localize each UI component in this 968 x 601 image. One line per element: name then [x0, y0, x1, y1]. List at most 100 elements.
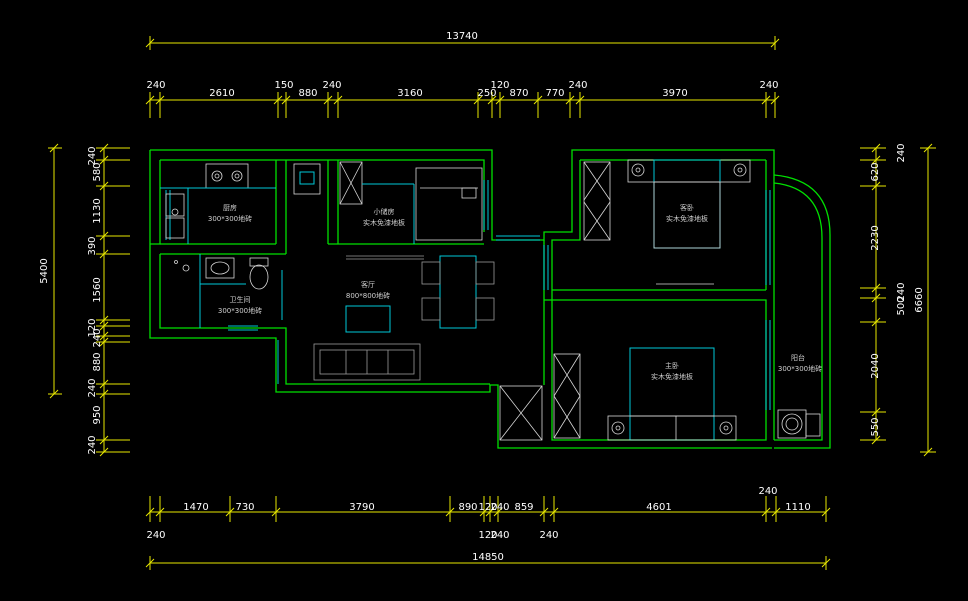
bottom-dim-9: 240: [758, 486, 777, 497]
left-dim-3: 1130: [92, 198, 103, 223]
study-furniture: [293, 161, 483, 244]
dimension-tick-slash: [273, 95, 283, 105]
left-dim-5: 1560: [92, 277, 103, 302]
left-dim-9: 240: [87, 378, 98, 397]
left-dimension-total: 5400: [39, 143, 62, 399]
kitchen-furniture: [160, 163, 276, 244]
right-dimension-chain: 240 620 2230 240 500 2040 550: [860, 143, 907, 445]
dimension-tick-slash: [99, 143, 109, 153]
room-label-master: 主卧 实木免漆地板: [651, 361, 693, 381]
room-label-study: 小储房 实木免漆地板: [363, 207, 405, 227]
dimension-tick-slash: [145, 507, 155, 517]
left-dim-4: 390: [87, 236, 98, 255]
room-label-bathroom: 卫生间 300*300地砖: [218, 295, 262, 315]
right-dimension-total: 6660: [914, 143, 936, 457]
left-dim-7: 240: [92, 328, 103, 347]
walls: [149, 149, 831, 449]
top-total-label: 13740: [446, 31, 478, 42]
left-dim-2: 580: [92, 162, 103, 181]
dimension-tick-slash: [485, 507, 495, 517]
balcony-furniture: [777, 409, 821, 439]
svg-text:300*300地砖: 300*300地砖: [778, 364, 822, 373]
left-dim-11: 240: [87, 435, 98, 454]
room-label-living: 客厅 800*800地砖: [346, 280, 390, 300]
left-dimension-chain: 240 580 1130 390 1560 120 240 880 240 95…: [87, 143, 130, 457]
dimension-tick-slash: [99, 155, 109, 165]
living-furniture: [313, 255, 495, 381]
top-dim-10: 770: [545, 88, 564, 99]
bottom-dim-11: 240: [146, 530, 165, 541]
top-dimension-chain: 240 2610 150 880 240 3160 250 120 870 77…: [145, 80, 780, 118]
dimension-tick-slash: [761, 95, 771, 105]
left-dim-1: 240: [87, 146, 98, 165]
bottom-dim-13: 240: [490, 530, 509, 541]
dimension-tick-slash: [771, 507, 781, 517]
top-dim-9: 870: [509, 88, 528, 99]
dimension-tick-slash: [871, 143, 881, 153]
dimension-tick-slash: [871, 317, 881, 327]
bottom-dim-6: 240: [490, 502, 509, 513]
svg-text:实木免漆地板: 实木免漆地板: [666, 214, 708, 223]
top-dim-12: 3970: [662, 88, 687, 99]
dimension-tick-slash: [99, 389, 109, 399]
dimension-tick-slash: [549, 507, 559, 517]
right-dim-5: 500: [896, 296, 907, 315]
dimension-tick-slash: [323, 95, 333, 105]
svg-text:客卧: 客卧: [680, 203, 694, 212]
dimension-tick-slash: [871, 435, 881, 445]
right-dim-2: 620: [870, 162, 881, 181]
svg-text:实木免漆地板: 实木免漆地板: [363, 218, 405, 227]
dimension-tick-slash: [761, 507, 771, 517]
dimension-tick-slash: [871, 155, 881, 165]
svg-text:卫生间: 卫生间: [230, 295, 251, 304]
dimension-tick-slash: [445, 507, 455, 517]
bathroom-furniture: [174, 254, 269, 328]
top-dim-5: 240: [322, 80, 341, 91]
right-dim-6: 2040: [870, 353, 881, 378]
dimension-tick-slash: [271, 507, 281, 517]
dimension-tick-slash: [533, 95, 543, 105]
master-room-furniture: [499, 347, 737, 441]
dimension-tick-slash: [99, 181, 109, 191]
left-dim-10: 950: [92, 405, 103, 424]
right-dim-4: 240: [896, 282, 907, 301]
dimension-tick-slash: [487, 95, 497, 105]
bottom-dimension-chain: 1470 730 3790 890 120 240 859 4601 240 1…: [145, 486, 831, 541]
dimension-tick-slash: [99, 321, 109, 331]
svg-text:300*300地砖: 300*300地砖: [208, 214, 252, 223]
svg-text:小储房: 小储房: [374, 207, 395, 216]
dimension-tick-slash: [565, 95, 575, 105]
right-dim-3: 2230: [870, 225, 881, 250]
top-dim-2: 2610: [209, 88, 234, 99]
room-label-guest-room: 客卧 实木免漆地板: [666, 203, 708, 223]
dimension-tick-slash: [770, 95, 780, 105]
dimension-tick-slash: [99, 379, 109, 389]
svg-text:实木免漆地板: 实木免漆地板: [651, 372, 693, 381]
dimension-tick-slash: [155, 95, 165, 105]
dimension-tick-slash: [479, 507, 489, 517]
room-label-kitchen: 厨房 300*300地砖: [208, 203, 252, 223]
left-total-label: 5400: [39, 258, 50, 283]
top-dim-6: 3160: [397, 88, 422, 99]
bottom-dim-10: 1110: [785, 502, 810, 513]
dimension-tick-slash: [99, 435, 109, 445]
top-dim-11: 240: [568, 80, 587, 91]
top-dim-4: 880: [298, 88, 317, 99]
dimension-tick-slash: [281, 95, 291, 105]
bottom-dim-1: 1470: [183, 502, 208, 513]
dimension-tick-slash: [871, 181, 881, 191]
openings: [165, 180, 771, 410]
top-dimension-total: 13740: [145, 31, 780, 50]
left-dim-8: 880: [92, 352, 103, 371]
room-label-balcony: 阳台 300*300地砖: [778, 353, 822, 373]
dimension-tick-slash: [493, 507, 503, 517]
bottom-dim-5: 120: [478, 502, 497, 513]
dimension-tick-slash: [155, 507, 165, 517]
bottom-dim-12: 120: [478, 530, 497, 541]
dimension-tick-slash: [821, 507, 831, 517]
dimension-tick-slash: [99, 231, 109, 241]
top-dim-13: 240: [759, 80, 778, 91]
top-dim-3: 150: [274, 80, 293, 91]
dimension-tick-slash: [539, 507, 549, 517]
dimension-tick-slash: [495, 95, 505, 105]
